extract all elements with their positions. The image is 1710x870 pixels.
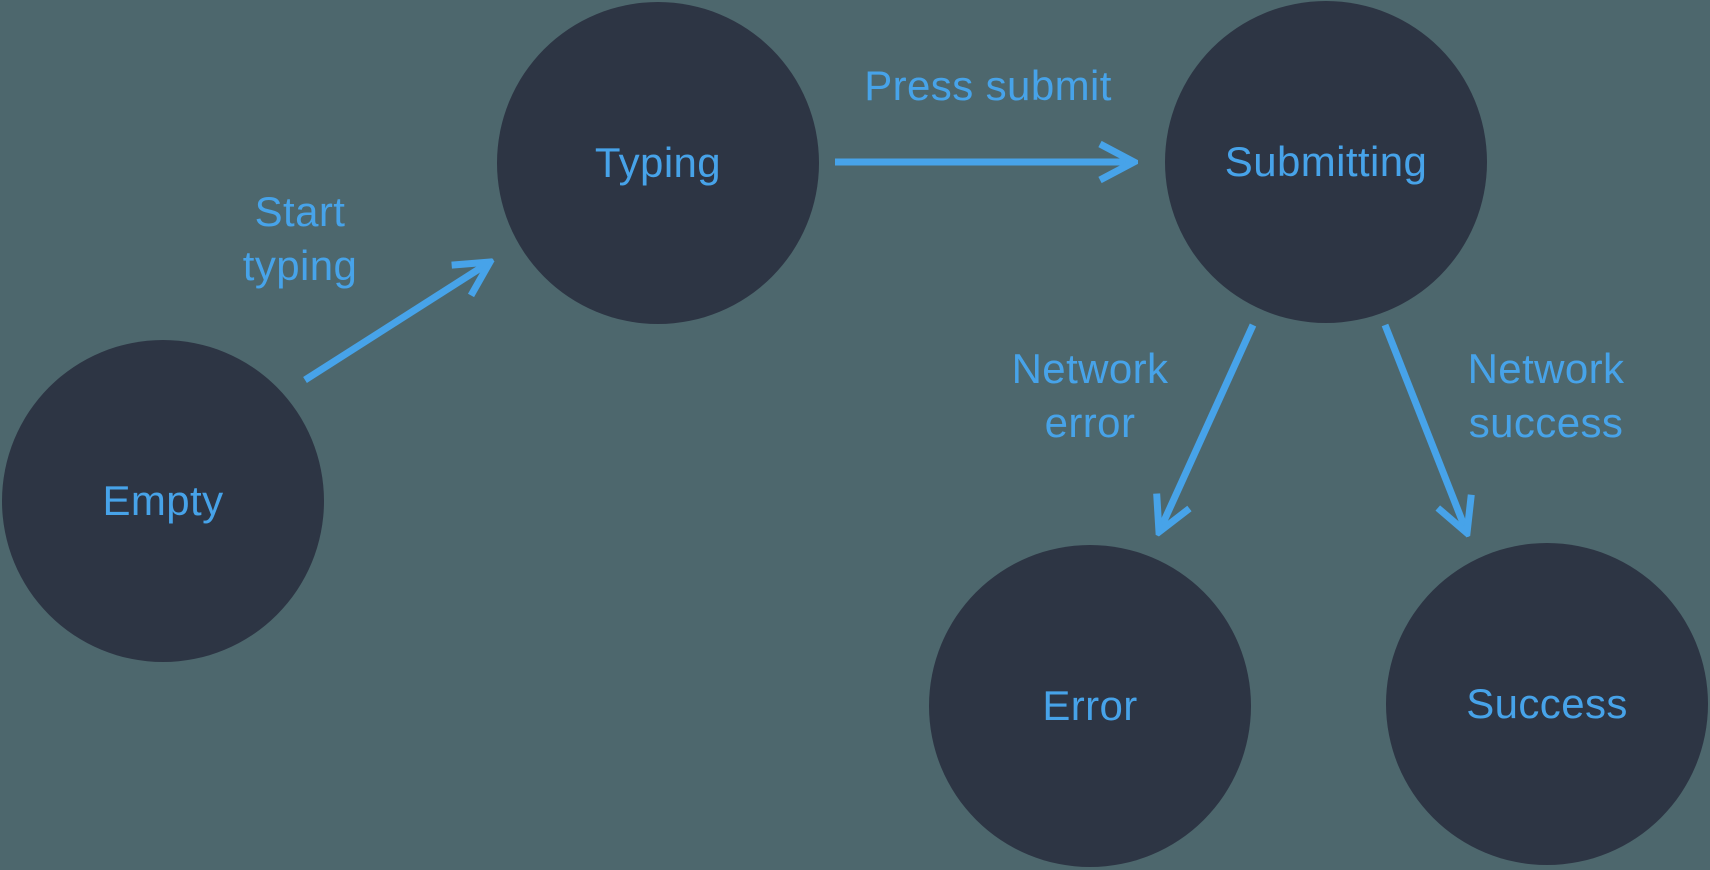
edge-label-press-submit-line1: Press submit <box>864 62 1112 109</box>
node-typing-label: Typing <box>594 139 722 186</box>
edge-label-network-success: Network success <box>1468 342 1625 450</box>
edge-label-start-typing-line1: Start <box>254 188 346 235</box>
edge-label-network-error-line1: Network <box>1011 345 1169 392</box>
node-submitting-label: Submitting <box>1224 138 1428 185</box>
node-submitting: Submitting <box>1165 1 1487 323</box>
edge-label-network-success-line1: Network <box>1467 345 1625 392</box>
node-typing: Typing <box>497 2 819 324</box>
node-success-label: Success <box>1466 680 1628 727</box>
node-empty: Empty <box>2 340 324 662</box>
edge-label-press-submit: Press submit <box>864 59 1112 113</box>
edge-label-network-error: Network error <box>1012 342 1169 450</box>
edge-label-start-typing-line2: typing <box>242 242 358 289</box>
edge-label-network-error-line2: error <box>1044 399 1136 446</box>
node-error-label: Error <box>1042 682 1138 729</box>
edge-arrow-network-success <box>1381 323 1467 533</box>
edge-label-start-typing: Start typing <box>243 185 357 293</box>
edge-arrow-network-error <box>1159 323 1257 532</box>
node-error: Error <box>929 545 1251 867</box>
node-success: Success <box>1386 543 1708 865</box>
node-empty-label: Empty <box>102 477 224 524</box>
edge-arrow-start-typing <box>303 262 490 383</box>
edge-label-network-success-line2: success <box>1468 399 1624 446</box>
